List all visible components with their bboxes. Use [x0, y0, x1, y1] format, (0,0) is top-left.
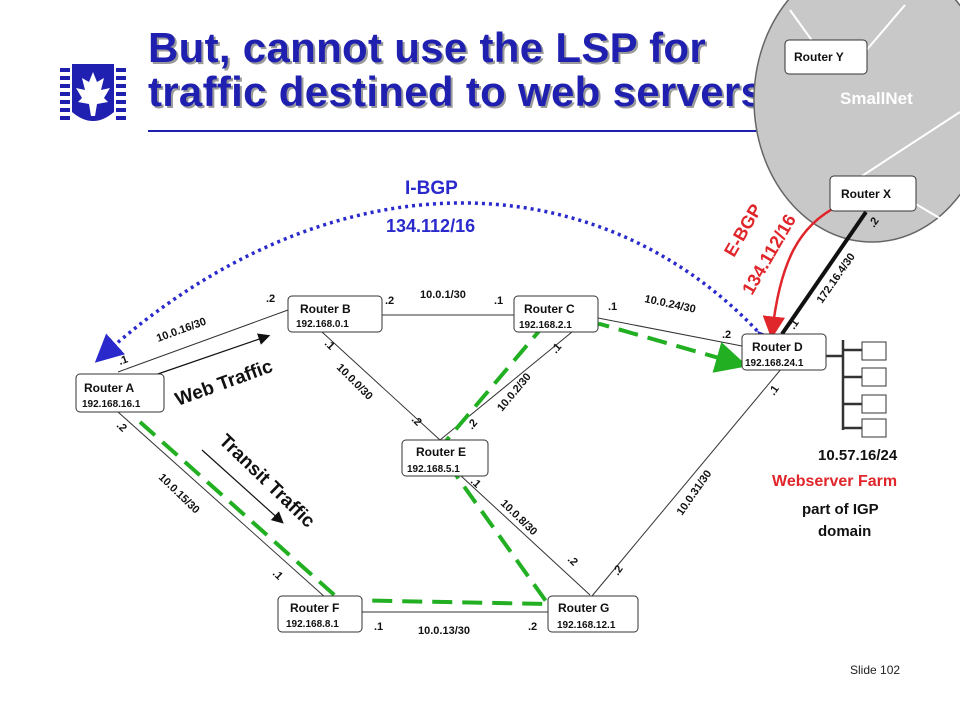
router-d-box[interactable] — [741, 333, 827, 371]
link-a-f — [117, 411, 327, 599]
transit-traffic-label: Transit Traffic — [215, 430, 320, 532]
iface-bc-c: .1 — [494, 295, 503, 307]
router-a-box[interactable] — [75, 373, 165, 413]
router-d-ip: 192.168.24.1 — [745, 358, 804, 369]
link-e-g — [459, 474, 591, 596]
web-traffic-arrow — [151, 333, 271, 377]
title-line-2: traffic destined to web servers — [148, 68, 765, 115]
webfarm-prefix: 10.57.16/24 — [818, 447, 898, 464]
router-b-ip: 192.168.0.1 — [296, 319, 349, 330]
iface-cd-d: .2 — [722, 329, 731, 341]
router-y-box[interactable] — [784, 39, 868, 75]
server-icon-3 — [861, 394, 887, 414]
iface-bc-b: .2 — [385, 295, 394, 307]
subnet-be: 10.0.0/30 — [334, 362, 375, 403]
iface-eg-e: .1 — [468, 476, 483, 491]
subnet-eg: 10.0.8/30 — [498, 498, 539, 538]
router-a-ip: 192.168.16.1 — [82, 399, 141, 410]
router-b-box[interactable] — [287, 295, 383, 333]
router-g-box[interactable] — [547, 595, 639, 633]
iface-fg-f: .1 — [374, 621, 383, 633]
iface-cd-c: .1 — [608, 301, 617, 313]
iface-dx-d: .1 — [787, 317, 802, 331]
slide-number: Slide 102 — [850, 663, 901, 677]
router-c-name: Router C — [524, 302, 575, 316]
ibgp-session-arc — [94, 201, 787, 363]
server-icon-1 — [861, 341, 887, 361]
iface-be-b: .1 — [322, 338, 337, 353]
iface-ab-a: .1 — [117, 353, 130, 367]
router-f-ip: 192.168.8.1 — [286, 619, 339, 630]
router-c-ip: 192.168.2.1 — [519, 320, 572, 331]
subnet-ab: 10.0.16/30 — [155, 316, 208, 345]
subnet-fg: 10.0.13/30 — [418, 625, 470, 637]
ibgp-label: I-BGP — [405, 178, 458, 199]
router-e-ip: 192.168.5.1 — [407, 464, 460, 475]
subnet-gd: 10.0.31/30 — [675, 468, 715, 517]
link-c-d — [597, 317, 743, 347]
transit-traffic-arrow — [201, 449, 284, 524]
iface-af-f: .1 — [270, 568, 285, 583]
router-g-name: Router G — [558, 601, 609, 615]
server-icon-2 — [861, 367, 887, 387]
webfarm-note-2: domain — [818, 523, 871, 540]
router-x-name: Router X — [841, 187, 891, 201]
cloud-link-x-1 — [861, 111, 960, 177]
maple-leaf-logo-icon — [60, 64, 126, 121]
subnet-af: 10.0.15/30 — [156, 472, 202, 517]
router-x-box[interactable] — [829, 175, 917, 212]
cloud-label: SmallNet — [840, 89, 913, 108]
iface-fg-g: .2 — [528, 621, 537, 633]
iface-ec-c: .1 — [549, 341, 564, 356]
router-g-ip: 192.168.12.1 — [557, 620, 616, 631]
router-f-name: Router F — [290, 601, 339, 615]
ebgp-arrow — [762, 204, 839, 339]
subnet-bc: 10.0.1/30 — [420, 289, 466, 301]
iface-gd-g: .2 — [611, 563, 626, 577]
iface-ec-e: .2 — [465, 417, 480, 432]
router-y-name: Router Y — [794, 50, 844, 64]
link-b-e — [321, 331, 441, 441]
title-line-1: But, cannot use the LSP for — [148, 24, 707, 71]
webfarm-note-1: part of IGP — [802, 501, 879, 518]
page-title: But, cannot use the LSP for traffic dest… — [148, 26, 828, 114]
iface-eg-g: .2 — [565, 554, 580, 569]
link-g-d — [591, 367, 783, 597]
link-d-x — [780, 210, 868, 336]
server-icon-4 — [861, 418, 887, 438]
router-f-box[interactable] — [277, 595, 363, 633]
title-underline — [148, 130, 843, 132]
iface-ab-b: .2 — [266, 293, 275, 305]
router-e-name: Router E — [416, 445, 466, 459]
iface-be-e: .2 — [409, 414, 424, 429]
ibgp-prefix: 134.112/16 — [386, 216, 475, 236]
router-b-name: Router B — [300, 302, 351, 316]
router-a-name: Router A — [84, 381, 135, 395]
subnet-cd: 10.0.24/30 — [643, 293, 696, 316]
router-c-box[interactable] — [513, 295, 599, 333]
iface-af-a: .2 — [114, 420, 129, 435]
webfarm-label: Webserver Farm — [772, 473, 897, 490]
router-d-name: Router D — [752, 340, 803, 354]
iface-gd-d: .1 — [767, 383, 782, 397]
router-e-box[interactable] — [401, 439, 489, 477]
